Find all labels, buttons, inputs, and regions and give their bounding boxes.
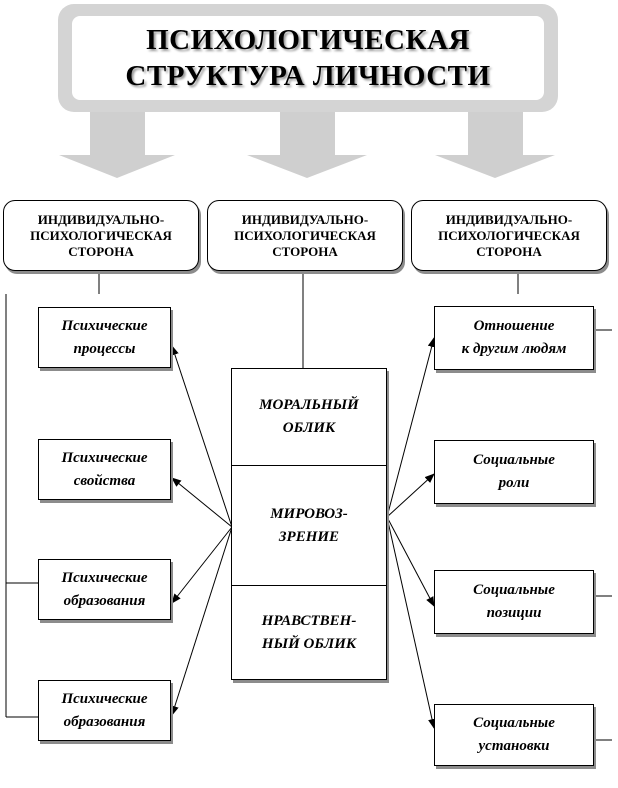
center-item-moral: МОРАЛЬНЫЙ ОБЛИК bbox=[259, 397, 359, 436]
header-left-label: ИНДИВИДУАЛЬНО- ПСИХОЛОГИЧЕСКАЯ СТОРОНА bbox=[30, 211, 172, 259]
center-item-worldview: МИРОВОЗ- ЗРЕНИЕ bbox=[232, 465, 386, 585]
center-stack: МОРАЛЬНЫЙ ОБЛИК МИРОВОЗ- ЗРЕНИЕ НРАВСТВЕ… bbox=[231, 368, 387, 680]
left-bracket-lines bbox=[5, 271, 100, 718]
right-item-1: Отношение к другим людям bbox=[434, 306, 594, 370]
right-item-3: Социальные позиции bbox=[434, 570, 594, 634]
title-line-2: СТРУКТУРА ЛИЧНОСТИ bbox=[125, 60, 491, 92]
down-arrow-center bbox=[247, 112, 367, 178]
big-down-arrows bbox=[59, 112, 555, 178]
left-item-4: Психические образования bbox=[38, 680, 171, 741]
left-item-2: Психические свойства bbox=[38, 439, 171, 500]
arrow-to-right-2 bbox=[386, 473, 435, 518]
arrow-to-left-3 bbox=[171, 526, 233, 604]
right-arrows bbox=[386, 337, 436, 729]
header-center-label: ИНДИВИДУАЛЬНО- ПСИХОЛОГИЧЕСКАЯ СТОРОНА bbox=[234, 211, 376, 259]
header-right-label: ИНДИВИДУАЛЬНО- ПСИХОЛОГИЧЕСКАЯ СТОРОНА bbox=[438, 211, 580, 259]
arrow-to-left-1 bbox=[171, 345, 233, 528]
arrow-to-right-4 bbox=[386, 516, 436, 729]
center-item-ethical: НРАВСТВЕН- НЫЙ ОБЛИК bbox=[232, 585, 386, 679]
right-item-4: Социальные установки bbox=[434, 704, 594, 766]
arrow-to-left-4 bbox=[170, 526, 233, 716]
header-center: ИНДИВИДУАЛЬНО- ПСИХОЛОГИЧЕСКАЯ СТОРОНА bbox=[207, 200, 403, 271]
down-arrow-left bbox=[59, 112, 175, 178]
right-connector-lines bbox=[517, 271, 612, 741]
title-frame: ПСИХОЛОГИЧЕСКАЯ СТРУКТУРА ЛИЧНОСТИ bbox=[58, 4, 558, 112]
title-panel: ПСИХОЛОГИЧЕСКАЯ СТРУКТУРА ЛИЧНОСТИ bbox=[72, 16, 544, 100]
title-line-1: ПСИХОЛОГИЧЕСКАЯ bbox=[146, 24, 470, 56]
down-arrow-right bbox=[435, 112, 555, 178]
header-right: ИНДИВИДУАЛЬНО- ПСИХОЛОГИЧЕСКАЯ СТОРОНА bbox=[411, 200, 607, 271]
arrow-to-left-2 bbox=[171, 477, 233, 528]
left-item-3: Психические образования bbox=[38, 559, 171, 620]
right-item-2: Социальные роли bbox=[434, 440, 594, 504]
arrow-to-right-1 bbox=[386, 337, 436, 518]
left-item-1: Психические процессы bbox=[38, 307, 171, 368]
arrow-to-right-3 bbox=[386, 516, 435, 607]
left-arrows bbox=[170, 345, 233, 716]
header-left: ИНДИВИДУАЛЬНО- ПСИХОЛОГИЧЕСКАЯ СТОРОНА bbox=[3, 200, 199, 271]
